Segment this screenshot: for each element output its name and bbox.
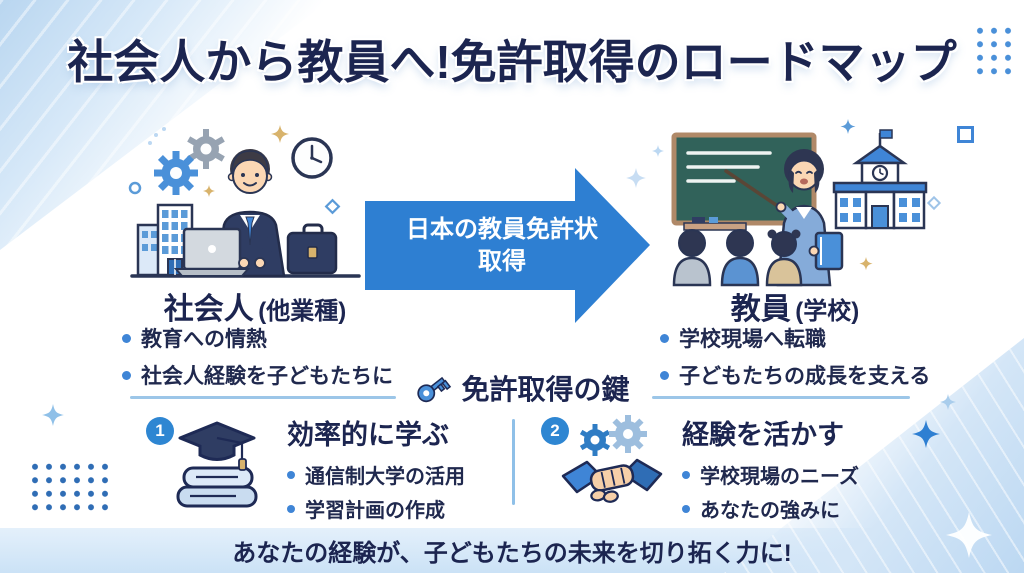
sparkle-icon: [912, 420, 940, 448]
stage-label-worker: 社会人 (他業種): [115, 284, 395, 328]
gear-icon: [154, 129, 225, 195]
list-item: 社会人経験を子どもたちに: [122, 360, 393, 390]
sparkle-icon: [42, 404, 64, 426]
key-section-heading: 免許取得の鍵: [396, 368, 648, 408]
dot-grid-bottom-left: [28, 460, 112, 515]
stage-label-teacher-text: 教員: [730, 293, 791, 326]
teacher-bullet-list: 学校現場へ転職 子どもたちの成長を支える: [660, 323, 930, 397]
stage-label-worker-text: 社会人: [163, 293, 254, 326]
list-item: 子どもたちの成長を支える: [660, 360, 930, 390]
key-item-2-title: 経験を活かす: [682, 420, 844, 450]
square-outline-decoration: [957, 126, 974, 143]
arrow-label: 日本の教員免許状 取得: [377, 168, 627, 323]
page-title: 社会人から教員へ!免許取得のロードマップ: [67, 36, 957, 88]
key-item-1: 効率的に学ぶ 通信制大学の活用 学習計画の作成: [287, 413, 465, 528]
bullet-text: 学習計画の作成: [305, 500, 445, 522]
sparkle-icon: [940, 394, 956, 410]
worker-bullet-list: 教育への情熱 社会人経験を子どもたちに: [122, 323, 393, 397]
divider-line-right: [652, 396, 910, 399]
graduation-cap-books-icon: [176, 421, 258, 508]
bullet-text: 社会人経験を子どもたちに: [141, 365, 393, 388]
bullet-text: 学校現場へ転職: [679, 328, 826, 351]
school-building-icon: [832, 129, 928, 230]
items-vertical-divider: [512, 419, 515, 505]
teacher-classroom-illustration: [652, 119, 942, 287]
arrow-right-icon: [365, 168, 650, 323]
bullet-dot-icon: [682, 504, 690, 513]
stage-label-teacher: 教員 (学校): [650, 284, 940, 328]
list-item: 通信制大学の活用: [287, 460, 465, 489]
arrow-label-line1: 日本の教員免許状: [406, 215, 598, 243]
bullet-text: 子どもたちの成長を支える: [679, 365, 931, 388]
item-number-badge: 1: [146, 417, 174, 445]
bullet-text: あなたの強みに: [700, 500, 840, 522]
office-worker-illustration: [128, 125, 361, 278]
list-item: 教育への情熱: [122, 323, 393, 353]
bullet-dot-icon: [287, 504, 295, 513]
key-item-1-title: 効率的に学ぶ: [287, 420, 449, 450]
bullet-dot-icon: [660, 333, 669, 343]
stage-label-worker-suffix: (他業種): [258, 298, 347, 325]
clock-icon: [291, 137, 333, 179]
footer-message: あなたの経験が、子どもたちの未来を切り拓く力に!: [232, 540, 792, 567]
list-item: 学習計画の作成: [287, 494, 465, 523]
key-section-heading-text: 免許取得の鍵: [461, 374, 630, 405]
bullet-text: 教育への情熱: [141, 328, 267, 351]
transition-arrow: 日本の教員免許状 取得: [365, 168, 650, 323]
stage-label-teacher-suffix: (学校): [795, 298, 860, 325]
list-item: 学校現場へ転職: [660, 323, 930, 353]
bullet-text: 通信制大学の活用: [305, 466, 465, 488]
bullet-dot-icon: [287, 470, 295, 479]
key-item-2: 経験を活かす 学校現場のニーズ あなたの強みに: [682, 413, 859, 528]
divider-line-left: [130, 396, 396, 399]
bullet-dot-icon: [682, 470, 690, 479]
bullet-dot-icon: [122, 333, 131, 343]
dot-grid-top-right: [973, 24, 1015, 76]
gears-handshake-icon: [561, 415, 663, 503]
arrow-label-line2: 取得: [478, 247, 526, 275]
list-item: 学校現場のニーズ: [682, 460, 859, 489]
sparkle-icon: [626, 168, 646, 188]
bullet-text: 学校現場のニーズ: [700, 466, 859, 488]
students-icons: [672, 229, 803, 287]
item-number-badge: 2: [541, 417, 569, 445]
bullet-dot-icon: [122, 370, 131, 380]
sparkle-icon: [946, 512, 992, 558]
bullet-dot-icon: [660, 370, 669, 380]
list-item: あなたの強みに: [682, 494, 859, 523]
key-icon: [417, 376, 452, 403]
